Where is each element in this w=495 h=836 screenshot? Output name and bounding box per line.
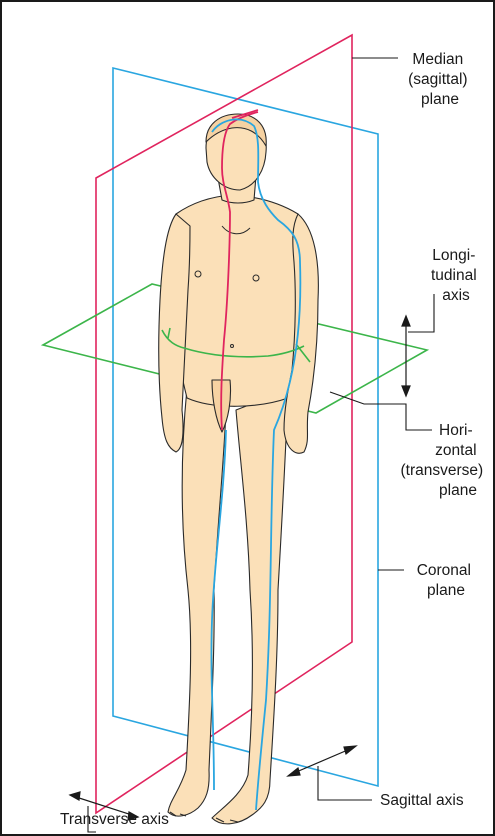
label-horizontal-line3: (transverse) bbox=[401, 462, 484, 479]
label-longitudinal-line3: axis bbox=[442, 287, 470, 304]
label-sagittal-axis: Sagittal axis bbox=[380, 792, 464, 809]
label-horizontal-line2: zontal bbox=[435, 442, 476, 459]
label-longitudinal-axis: Longi- tudinal axis bbox=[431, 247, 481, 304]
leader-horizontal bbox=[330, 392, 432, 430]
label-horizontal-line1: Hori- bbox=[439, 422, 473, 439]
label-median-line1: Median bbox=[412, 51, 463, 68]
label-longitudinal-line1: Longi- bbox=[432, 247, 475, 264]
label-median-line3: plane bbox=[421, 91, 459, 108]
leader-longitudinal bbox=[408, 294, 434, 332]
label-median-plane: Median (sagittal) plane bbox=[408, 51, 472, 108]
label-coronal-plane: Coronal plane bbox=[417, 562, 476, 599]
label-longitudinal-line2: tudinal bbox=[431, 267, 477, 284]
label-median-line2: (sagittal) bbox=[408, 71, 467, 88]
label-coronal-line2: plane bbox=[427, 582, 465, 599]
label-transverse-axis: Transverse axis bbox=[60, 811, 169, 828]
label-horizontal-plane: Hori- zontal (transverse) plane bbox=[401, 422, 488, 499]
longitudinal-axis-arrow bbox=[402, 316, 410, 396]
label-coronal-line1: Coronal bbox=[417, 562, 471, 579]
label-horizontal-line4: plane bbox=[439, 482, 477, 499]
